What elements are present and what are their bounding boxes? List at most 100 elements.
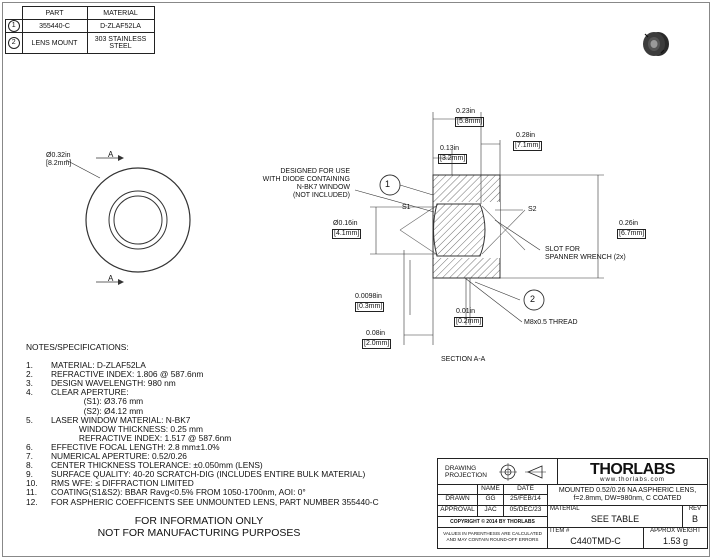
dim-0.16-in: Ø0.16in bbox=[333, 220, 358, 227]
front-dia-mm: [8.2mm] bbox=[46, 160, 72, 167]
note-number: 1. bbox=[26, 360, 33, 371]
item-label: ITEM # bbox=[550, 528, 570, 534]
part-thumbnail-icon bbox=[643, 32, 669, 56]
dim-0.13-in: 0.13in bbox=[440, 145, 460, 152]
dim-0.23-mm: [5.8mm] bbox=[455, 117, 485, 127]
note-number bbox=[26, 397, 51, 406]
note-text: LASER WINDOW MATERIAL: N-BK7 bbox=[51, 414, 191, 425]
drawn-name: GG bbox=[478, 495, 504, 506]
bom-material: D-ZLAF52LA bbox=[86, 19, 155, 33]
brand-cell: THORLABS www.thorlabs.com bbox=[558, 459, 707, 485]
projection-symbol-icon bbox=[499, 463, 546, 481]
front-view-drawing bbox=[65, 155, 191, 285]
note-text: WINDOW THICKNESS: 0.25 mm bbox=[51, 423, 204, 434]
note-text: REFRACTIVE INDEX: 1.517 @ 587.6nm bbox=[51, 432, 232, 443]
callout-1: 1 bbox=[385, 179, 391, 189]
note-item: 4. CLEAR APERTURE: bbox=[26, 388, 379, 397]
material-value: SEE TABLE bbox=[590, 514, 640, 524]
surface-s2-label: S2 bbox=[528, 206, 537, 213]
note-text: COATING(S1&S2): BBAR Ravg<0.5% FROM 1050… bbox=[51, 487, 306, 498]
note-item: 10.RMS WFE: ≤ DIFFRACTION LIMITED bbox=[26, 479, 379, 488]
note-text: NUMERICAL APERTURE: 0.52/0.26 bbox=[51, 451, 187, 462]
dim-0.26-in: 0.26in bbox=[619, 220, 639, 227]
rev-label: REV bbox=[688, 506, 702, 512]
dim-0.13-mm: [3.2mm] bbox=[438, 154, 468, 164]
note-item: 8.CENTER THICKNESS TOLERANCE: ±0.050mm (… bbox=[26, 461, 379, 470]
section-marker-top: A bbox=[108, 150, 114, 159]
note-item: 12.FOR ASPHERIC COEFFICENTS SEE UNMOUNTE… bbox=[26, 496, 379, 507]
name-header: NAME bbox=[478, 485, 504, 495]
dim-0.08-in: 0.08in bbox=[366, 330, 386, 337]
note-item: REFRACTIVE INDEX: 1.517 @ 587.6nm bbox=[26, 432, 379, 443]
note-item: WINDOW THICKNESS: 0.25 mm bbox=[26, 423, 379, 434]
bom-part: LENS MOUNT bbox=[21, 32, 88, 54]
disclaimer: VALUES IN PARENTHESIS ARE CALCULATED AND… bbox=[438, 528, 548, 548]
material-cell: MATERIAL SEE TABLE bbox=[548, 506, 683, 528]
dim-0.0098-in: 0.0098in bbox=[355, 293, 382, 300]
dim-0.26-mm: [6.7mm] bbox=[617, 229, 647, 239]
note-item: (S2): Ø4.12 mm bbox=[26, 405, 379, 416]
note-text: REFRACTIVE INDEX: 1.806 @ 587.6nm bbox=[51, 369, 204, 380]
note-number: 4. bbox=[26, 387, 33, 398]
callout-2: 2 bbox=[530, 294, 536, 304]
dim-0.0098-mm: [0.3mm] bbox=[355, 302, 385, 312]
note-item: 9.SURFACE QUALITY: 40-20 SCRATCH-DIG (IN… bbox=[26, 470, 379, 479]
note-number: 7. bbox=[26, 451, 33, 462]
copyright: COPYRIGHT © 2014 BY THORLABS bbox=[438, 517, 548, 528]
dim-0.01-in: 0.01in bbox=[456, 308, 476, 315]
note-number: 12. bbox=[26, 496, 38, 507]
note-number: 3. bbox=[26, 378, 33, 389]
notes-specifications: NOTES/SPECIFICATIONS: 1.MATERIAL: D-ZLAF… bbox=[26, 342, 379, 507]
dim-0.23-in: 0.23in bbox=[456, 108, 476, 115]
note-item: 11. COATING(S1&S2): BBAR Ravg<0.5% FROM 1… bbox=[26, 488, 379, 497]
note-text: DESIGN WAVELENGTH: 980 nm bbox=[51, 378, 176, 389]
surface-s1-label: S1 bbox=[402, 204, 411, 211]
date-header: DATE bbox=[504, 485, 548, 495]
bom-header-part: PART bbox=[21, 6, 88, 20]
note-number: 8. bbox=[26, 460, 33, 471]
section-view-drawing bbox=[354, 112, 604, 345]
note-item: 2.REFRACTIVE INDEX: 1.806 @ 587.6nm bbox=[26, 370, 379, 379]
note-number: 9. bbox=[26, 469, 33, 480]
approval-name: JAC bbox=[478, 506, 504, 517]
rev-cell: REV B bbox=[683, 506, 707, 528]
weight-value: 1.53 g bbox=[662, 536, 689, 546]
part-description: MOUNTED 0.52/0.26 NA ASPHERIC LENS, f=2.… bbox=[548, 485, 707, 506]
note-text: (S1): Ø3.76 mm bbox=[51, 396, 144, 407]
approval-date: 05/DEC/23 bbox=[504, 506, 548, 517]
section-label: SECTION A-A bbox=[441, 356, 486, 363]
dim-0.16-mm: [4.1mm] bbox=[332, 229, 362, 239]
slot-label: SLOT FOR SPANNER WRENCH (2x) bbox=[545, 246, 626, 261]
note-text: RMS WFE: ≤ DIFFRACTION LIMITED bbox=[51, 478, 194, 489]
notes-title: NOTES/SPECIFICATIONS: bbox=[26, 342, 129, 352]
bom-table: PART MATERIAL 1 355440-C D-ZLAF52LA 2 LE… bbox=[5, 6, 155, 54]
thorlabs-logo: THORLABS bbox=[590, 461, 675, 478]
info-disclaimer: FOR INFORMATION ONLY NOT FOR MANUFACTURI… bbox=[97, 515, 301, 539]
bom-item-circle: 1 bbox=[5, 19, 23, 33]
note-text: (S2): Ø4.12 mm bbox=[51, 405, 144, 416]
title-block: DRAWING PROJECTION THORLABS www.thorlabs… bbox=[437, 458, 708, 549]
bom-header-row: PART MATERIAL bbox=[6, 6, 155, 20]
note-number: 6. bbox=[26, 441, 33, 452]
note-text: EFFECTIVE FOCAL LENGTH: 2.8 mm±1.0% bbox=[51, 441, 220, 452]
projection-cell: DRAWING PROJECTION bbox=[438, 459, 558, 485]
note-item: (S1): Ø3.76 mm bbox=[26, 397, 379, 406]
note-number: 11. bbox=[26, 487, 38, 498]
drawn-date: 25/FEB/14 bbox=[504, 495, 548, 506]
bom-item-circle: 2 bbox=[5, 32, 23, 54]
note-text: CLEAR APERTURE: bbox=[51, 387, 129, 398]
item-cell: ITEM # C440TMD-C bbox=[548, 528, 644, 548]
brand-website: www.thorlabs.com bbox=[600, 477, 665, 483]
weight-cell: APPROX WEIGHT 1.53 g bbox=[644, 528, 707, 548]
dim-0.01-mm: [0.2mm] bbox=[454, 317, 484, 327]
dim-0.08-mm: [2.0mm] bbox=[362, 339, 392, 349]
material-label: MATERIAL bbox=[550, 506, 580, 512]
note-number: 5. bbox=[26, 414, 33, 425]
rev-value: B bbox=[691, 514, 698, 524]
drawn-label: DRAWN bbox=[438, 495, 478, 506]
projection-label: DRAWING PROJECTION bbox=[445, 465, 487, 479]
item-value: C440TMD-C bbox=[570, 536, 621, 546]
